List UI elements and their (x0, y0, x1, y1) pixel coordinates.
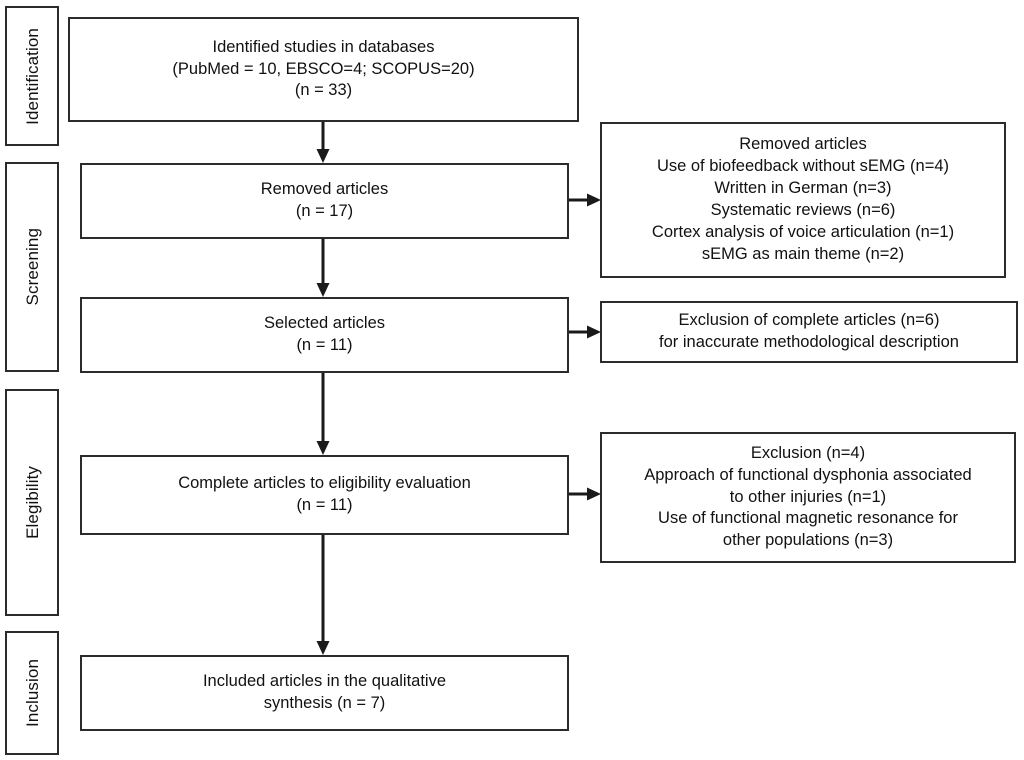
node-exclusion-complete-articles-text: Exclusion of complete articles (n=6) for… (659, 311, 959, 351)
node-exclusion-eligibility-text: Exclusion (n=4) Approach of functional d… (644, 443, 972, 550)
stage-label-screening: Screening (5, 162, 59, 372)
node-exclusion-complete-articles: Exclusion of complete articles (n=6) for… (600, 301, 1018, 363)
stage-label-inclusion: Inclusion (5, 631, 59, 755)
stage-label-inclusion-text: Inclusion (22, 659, 42, 727)
stage-label-elegibility-text: Elegibility (22, 466, 42, 539)
node-identified-studies: Identified studies in databases (PubMed … (68, 17, 579, 122)
stage-label-identification: Identification (5, 6, 59, 146)
arrow-selected-to-complete (313, 373, 333, 455)
arrow-complete-to-exclusion (569, 484, 601, 504)
node-removed-articles-text: Removed articles (n = 17) (260, 180, 389, 220)
arrow-selected-to-exclusion (569, 322, 601, 342)
arrow-complete-to-included (313, 535, 333, 655)
arrow-removed-to-selected (313, 239, 333, 297)
node-selected-articles-text: Selected articles (n = 11) (263, 314, 386, 354)
node-selected-articles: Selected articles (n = 11) (80, 297, 569, 373)
node-removed-articles-detail-text: Removed articles Use of biofeedback with… (651, 135, 955, 263)
node-removed-articles: Removed articles (n = 17) (80, 163, 569, 239)
stage-label-elegibility: Elegibility (5, 389, 59, 616)
arrow-removed-to-removed-detail (569, 190, 601, 210)
node-complete-articles-eligibility: Complete articles to eligibility evaluat… (80, 455, 569, 535)
arrow-identified-to-removed (313, 122, 333, 163)
node-included-articles-text: Included articles in the qualitative syn… (202, 672, 447, 712)
node-included-articles: Included articles in the qualitative syn… (80, 655, 569, 731)
stage-label-identification-text: Identification (22, 27, 42, 125)
node-removed-articles-detail: Removed articles Use of biofeedback with… (600, 122, 1006, 278)
node-identified-studies-text: Identified studies in databases (PubMed … (172, 37, 475, 100)
node-exclusion-eligibility: Exclusion (n=4) Approach of functional d… (600, 432, 1016, 563)
stage-label-screening-text: Screening (22, 228, 42, 306)
node-complete-articles-eligibility-text: Complete articles to eligibility evaluat… (178, 474, 471, 514)
